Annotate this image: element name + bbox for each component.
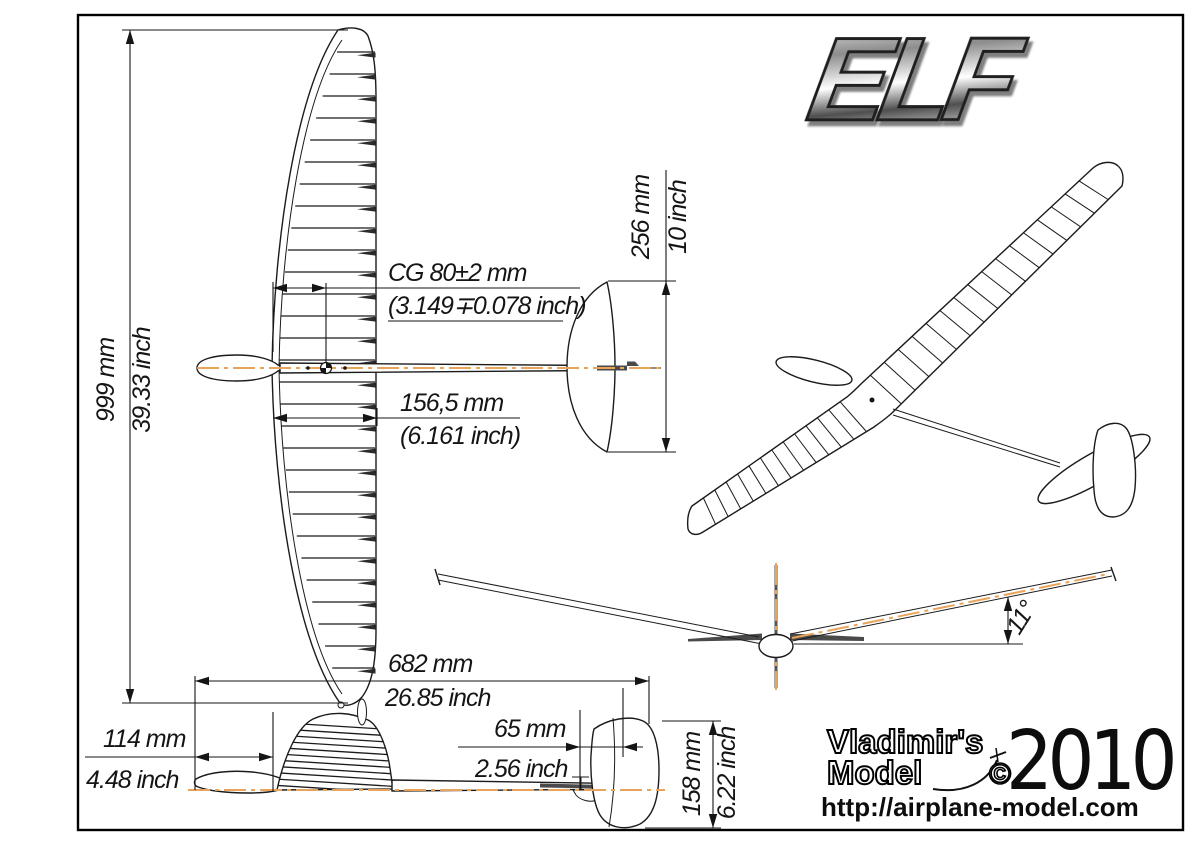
tail-gap-mm-label: 65 mm bbox=[494, 715, 566, 743]
left-wingtip-bar bbox=[434, 568, 441, 586]
maker-logo: Vladimir's Model bbox=[826, 723, 984, 792]
dimension-arrows bbox=[125, 30, 1013, 828]
wing-iso bbox=[686, 161, 1124, 536]
left-wing-front bbox=[437, 573, 760, 638]
front-view bbox=[434, 563, 1117, 690]
stabilizer-side bbox=[540, 783, 604, 789]
root-chord-mm-label: 156,5 mm bbox=[400, 389, 503, 417]
dim-stab-span: 256 mm 10 inch bbox=[608, 170, 692, 453]
maker-logo-swoosh bbox=[932, 747, 1007, 792]
tail-height-inch-label: 6.22 inch bbox=[713, 727, 741, 820]
wingspan-inch-label: 39.33 inch bbox=[128, 327, 156, 432]
cg-symbol bbox=[306, 361, 347, 375]
nose-length-mm-label: 114 mm bbox=[103, 725, 186, 753]
stab-front-left bbox=[688, 633, 762, 642]
tail-height-mm-label: 158 mm bbox=[678, 732, 706, 816]
top-view bbox=[196, 27, 662, 709]
wingspan-mm-label: 999 mm bbox=[92, 338, 120, 422]
year-label: 2010 bbox=[1006, 714, 1178, 809]
right-wing-centerline bbox=[791, 573, 1109, 639]
tail-gap-inch-label: 2.56 inch bbox=[474, 755, 568, 783]
boom-iso bbox=[892, 408, 1061, 464]
fin-side bbox=[590, 717, 660, 829]
fin-iso bbox=[1092, 422, 1137, 518]
iso-view bbox=[686, 161, 1151, 536]
dim-nose-length: 114 mm 4.48 inch bbox=[85, 712, 274, 794]
stab-front-right bbox=[790, 633, 864, 641]
cg-dot-iso bbox=[869, 397, 875, 403]
root-chord-inch-label: (6.161 inch) bbox=[400, 422, 520, 450]
pod-front bbox=[758, 633, 794, 659]
cg-inch-label: (3.149∓0.078 inch) bbox=[388, 292, 586, 320]
dim-tail-gap: 65 mm 2.56 inch bbox=[458, 688, 643, 790]
length-inch-label: 26.85 inch bbox=[384, 684, 490, 712]
length-mm-label: 682 mm bbox=[388, 650, 472, 678]
dim-length: 682 mm 26.85 inch bbox=[194, 650, 650, 790]
dim-cg: CG 80±2 mm (3.149∓0.078 inch) bbox=[272, 259, 587, 363]
rudder-hinge-line bbox=[608, 717, 616, 828]
dim-tail-height: 158 mm 6.22 inch bbox=[645, 720, 741, 829]
wing-ribs-iso bbox=[702, 180, 1109, 525]
copyright-symbol: © bbox=[988, 757, 1012, 792]
nose-length-inch-label: 4.48 inch bbox=[86, 766, 179, 794]
elf-logo: ELF bbox=[729, 12, 1090, 162]
maker-line2: Model bbox=[826, 754, 923, 792]
stabilizer-top bbox=[566, 280, 616, 454]
maker-line1: Vladimir's bbox=[826, 723, 984, 760]
side-view bbox=[188, 698, 665, 829]
stab-span-inch-label: 10 inch bbox=[664, 180, 692, 254]
dim-wingspan: 999 mm 39.33 inch bbox=[92, 29, 348, 704]
wing-peg-side bbox=[357, 698, 367, 726]
pod-iso bbox=[775, 356, 853, 386]
right-wingtip-bar bbox=[1110, 566, 1117, 582]
website-url: http://airplane-model.com bbox=[821, 792, 1139, 822]
wing-ribs bbox=[279, 51, 376, 674]
right-wing-front bbox=[789, 569, 1113, 635]
sheet-border bbox=[76, 13, 1185, 832]
cg-mm-label: CG 80±2 mm bbox=[388, 259, 527, 287]
elf-logo-text: ELF bbox=[798, 13, 1023, 148]
stab-span-mm-label: 256 mm bbox=[627, 175, 655, 260]
dim-root-chord: 156,5 mm (6.161 inch) bbox=[273, 389, 521, 450]
